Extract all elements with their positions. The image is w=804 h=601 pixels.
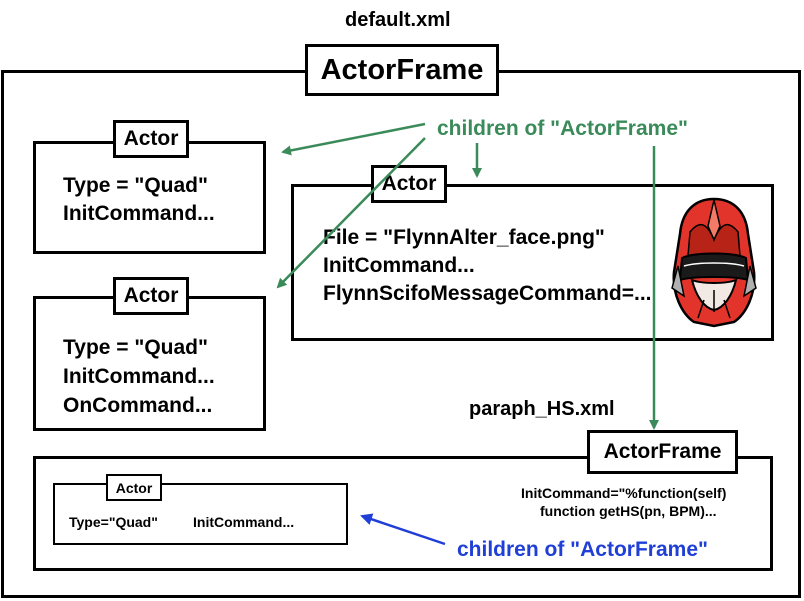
children-label-blue: children of "ActorFrame" [457, 538, 708, 561]
file-label-paraph: paraph_HS.xml [469, 398, 615, 420]
sub-actor-title: Actor [106, 474, 162, 501]
actor1-init-line: InitCommand... [63, 202, 215, 225]
sub-actor-type-text: Type="Quad" [69, 514, 158, 530]
sub-actor-title-text: Actor [115, 479, 153, 496]
arrow-to-actor1 [281, 122, 426, 156]
file-label-default: default.xml [345, 9, 451, 31]
actor3-title-text: Actor [123, 284, 179, 307]
actor2-message-line: FlynnScifoMessageCommand=... [323, 282, 652, 305]
actor1-title: Actor [113, 120, 189, 158]
sub-actor-init-text: InitCommand... [193, 514, 295, 530]
red-helmet-icon [671, 197, 757, 328]
sub-actorframe-function-line: function getHS(pn, BPM)... [540, 503, 717, 519]
actor2-init-line: InitCommand... [323, 254, 475, 277]
sub-actorframe-title: ActorFrame [587, 430, 738, 474]
arrow-to-actor3 [276, 137, 426, 289]
sub-actorframe-title-text: ActorFrame [603, 440, 722, 463]
actor3-title: Actor [113, 277, 189, 315]
actor3-init-line: InitCommand... [63, 365, 215, 388]
actor3-on-line: OnCommand... [63, 394, 213, 417]
root-actorframe-title: ActorFrame [305, 44, 499, 96]
actor2-title-text: Actor [381, 172, 437, 195]
actor1-type-line: Type = "Quad" [63, 174, 208, 197]
root-actorframe-title-text: ActorFrame [320, 53, 484, 86]
actor2-title: Actor [371, 165, 447, 203]
sub-actor-box [53, 483, 348, 545]
actor1-title-text: Actor [123, 127, 179, 150]
children-label-green: children of "ActorFrame" [437, 117, 688, 140]
actor2-file-line: File = "FlynnAlter_face.png" [323, 226, 605, 249]
actor3-type-line: Type = "Quad" [63, 336, 208, 359]
arrow-to-sub-actor [360, 513, 446, 546]
sub-actorframe-init-line: InitCommand="%function(self) [521, 485, 727, 501]
